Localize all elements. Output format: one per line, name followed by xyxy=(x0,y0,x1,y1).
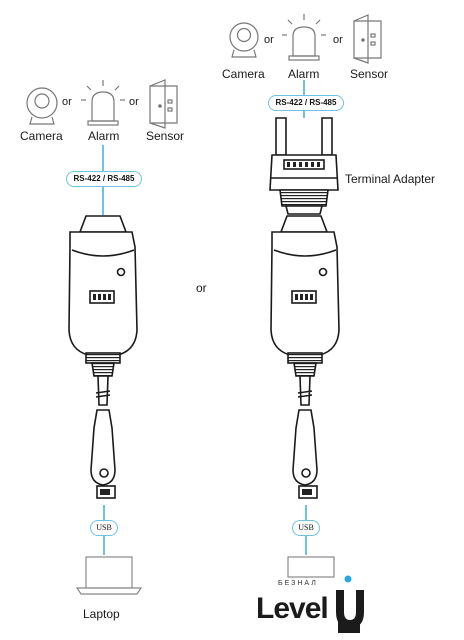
camera-label: Camera xyxy=(222,67,265,81)
laptop-icon xyxy=(75,556,143,595)
or-label: or xyxy=(196,281,207,295)
sensor-icon xyxy=(149,79,178,129)
or-label: or xyxy=(264,34,274,46)
camera-label: Camera xyxy=(20,129,63,143)
or-label: or xyxy=(62,96,72,108)
terminal-adapter-label: Terminal Adapter xyxy=(345,172,436,186)
camera-icon xyxy=(229,22,259,58)
logo-mark xyxy=(336,575,364,633)
usb-connector: USB xyxy=(90,520,118,536)
alarm-icon xyxy=(81,80,125,126)
rs-422-485-connector: RS-422 / RS-485 xyxy=(268,95,344,111)
rs485-usb-converter-right xyxy=(270,215,340,499)
laptop-label: Laptop xyxy=(83,607,120,621)
logo-caption: БЕЗНАЛ xyxy=(278,580,318,587)
terminal-adapter xyxy=(269,117,339,215)
logo-wordmark: Level xyxy=(256,592,329,625)
laptop-icon xyxy=(287,556,335,578)
alarm-icon xyxy=(282,14,326,61)
sensor-icon xyxy=(353,14,382,64)
rs-422-485-connector: RS-422 / RS-485 xyxy=(66,171,142,187)
usb-connector: USB xyxy=(292,520,320,536)
or-label: or xyxy=(333,34,343,46)
sensor-label: Sensor xyxy=(146,129,185,143)
sensor-label: Sensor xyxy=(350,67,389,81)
camera-icon xyxy=(26,87,58,125)
or-label: or xyxy=(129,96,139,108)
alarm-label: Alarm xyxy=(288,67,320,81)
rs485-usb-converter-left xyxy=(68,215,138,499)
alarm-label: Alarm xyxy=(88,129,120,143)
